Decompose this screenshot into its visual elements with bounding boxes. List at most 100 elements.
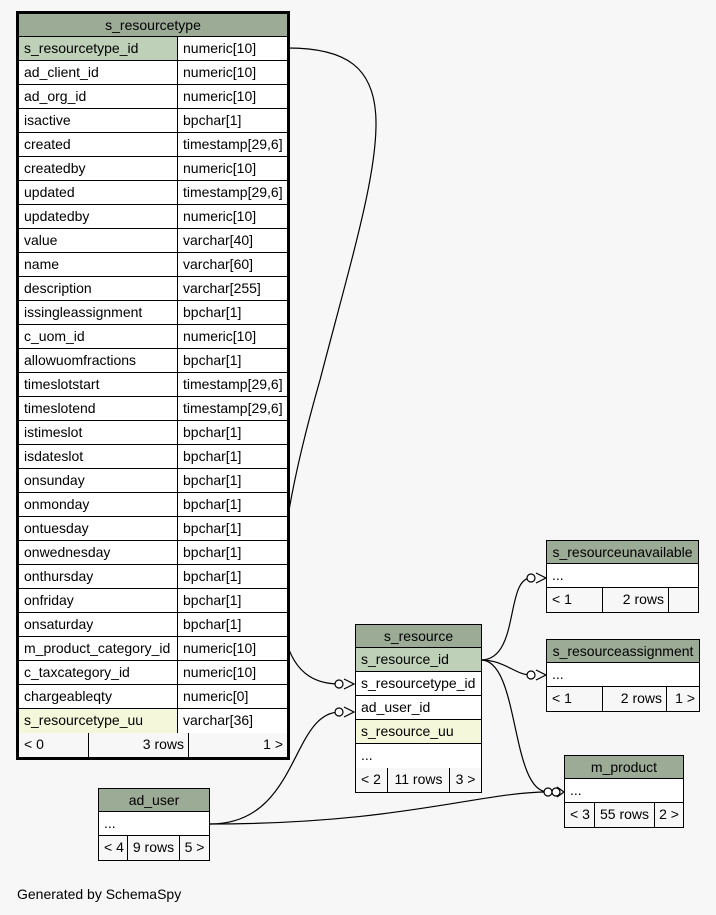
column-name: s_resourcetype_id — [19, 37, 178, 60]
crowfoot-mark — [535, 669, 548, 681]
column-type: varchar[36] — [178, 709, 287, 733]
children-count[interactable] — [669, 588, 698, 612]
column-name: c_uom_id — [19, 325, 178, 348]
column-name: onthursday — [19, 565, 178, 588]
column-type: bpchar[1] — [178, 589, 287, 612]
table-header: ad_user — [99, 789, 209, 812]
column-type: varchar[255] — [178, 277, 287, 300]
column-type: numeric[10] — [178, 637, 287, 660]
column-type: timestamp[29,6] — [178, 373, 287, 396]
column-type: bpchar[1] — [178, 541, 287, 564]
table-s-resourceassignment[interactable]: s_resourceassignment ... < 1 2 rows 1 > — [546, 639, 700, 712]
column-type: bpchar[1] — [178, 445, 287, 468]
column-name: description — [19, 277, 178, 300]
row-count: 3 rows — [89, 733, 189, 757]
parents-count[interactable]: < 4 — [99, 836, 128, 860]
column-type: numeric[0] — [178, 685, 287, 708]
children-count[interactable]: 2 > — [659, 806, 679, 822]
table-header: s_resource — [356, 625, 481, 648]
column-type: timestamp[29,6] — [178, 133, 287, 156]
table-header: s_resourceunavailable — [547, 541, 698, 564]
column-type: numeric[10] — [178, 37, 287, 60]
table-row: ... — [547, 564, 698, 588]
rel-resourcetype-to-resource — [279, 47, 377, 685]
parents-count[interactable]: < 0 — [19, 733, 89, 757]
table-ad-user[interactable]: ad_user ... < 4 9 rows 5 > — [98, 788, 210, 861]
table-s-resourceunavailable[interactable]: s_resourceunavailable ... < 1 2 rows — [546, 540, 699, 613]
row-count: 11 rows — [388, 768, 450, 792]
column-name: onsaturday — [19, 613, 178, 636]
table-footer: < 0 3 rows 1 > — [19, 733, 287, 757]
column-name: issingleassignment — [19, 301, 178, 324]
table-footer: < 1 2 rows — [547, 588, 698, 612]
table-footer: < 1 2 rows 1 > — [547, 687, 699, 711]
table-row: s_resource_id — [356, 648, 481, 672]
rel-user-to-resource — [209, 711, 341, 825]
column-name: ... — [570, 782, 582, 798]
column-name: onsunday — [19, 469, 178, 492]
column-name: onwednesday — [19, 541, 178, 564]
column-type: bpchar[1] — [178, 613, 287, 636]
table-row: ... — [356, 744, 481, 768]
column-name: createdby — [19, 157, 178, 180]
column-name: updatedby — [19, 205, 178, 228]
column-type: bpchar[1] — [178, 349, 287, 372]
rel-resource-to-product — [480, 659, 549, 793]
children-count[interactable]: 1 > — [263, 736, 283, 752]
parents-count[interactable]: < 2 — [356, 768, 388, 792]
column-name: onmonday — [19, 493, 178, 516]
column-name: ad_user_id — [361, 699, 431, 715]
column-type: numeric[10] — [178, 61, 287, 84]
column-type: bpchar[1] — [178, 469, 287, 492]
row-count: 55 rows — [595, 803, 655, 827]
column-name: ... — [104, 815, 116, 831]
parents-count[interactable]: < 1 — [547, 687, 603, 711]
table-header: s_resourceassignment — [547, 640, 699, 663]
parents-count[interactable]: < 1 — [547, 588, 603, 612]
column-name: updated — [19, 181, 178, 204]
column-type: bpchar[1] — [178, 493, 287, 516]
children-count[interactable]: 3 > — [455, 771, 476, 787]
column-name: istimeslot — [19, 421, 178, 444]
table-row: s_resource_uu — [356, 720, 481, 744]
table-row: ... — [565, 779, 683, 803]
column-name: c_taxcategory_id — [19, 661, 178, 684]
table-footer: < 4 9 rows 5 > — [99, 836, 209, 860]
column-name: value — [19, 229, 178, 252]
row-count: 2 rows — [603, 687, 667, 711]
column-name: ad_client_id — [19, 61, 178, 84]
children-count[interactable]: 5 > — [184, 839, 205, 855]
parents-count[interactable]: < 3 — [565, 803, 595, 827]
table-m-product[interactable]: m_product ... < 3 55 rows 2 > — [564, 755, 684, 828]
column-name: ... — [552, 567, 564, 583]
column-name: s_resourcetype_uu — [19, 709, 178, 733]
table-row: ad_user_id — [356, 696, 481, 720]
column-type: timestamp[29,6] — [178, 397, 287, 420]
column-name: isactive — [19, 109, 178, 132]
rel-user-to-product — [209, 791, 549, 825]
column-name: timeslotstart — [19, 373, 178, 396]
table-header: s_resourcetype — [19, 14, 287, 37]
cardinality-circle — [334, 679, 344, 689]
children-count[interactable]: 1 > — [675, 690, 695, 706]
